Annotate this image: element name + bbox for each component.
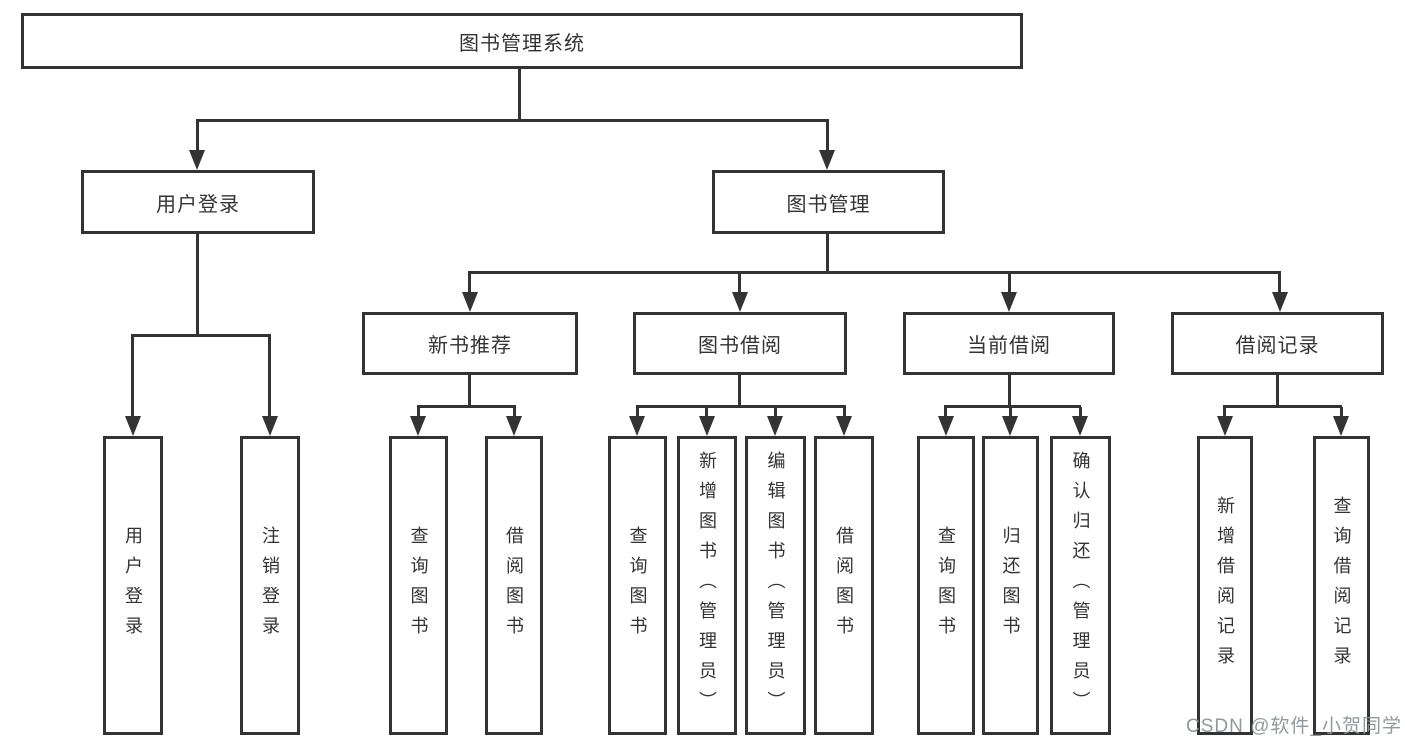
leaf-add-book-admin: 新增图书（管理员） (677, 436, 737, 735)
connector-vline (738, 375, 741, 407)
connector-vline (636, 407, 639, 417)
leaf-edit-book-admin: 编辑图书（管理员） (745, 436, 806, 735)
arrow-down-icon (819, 150, 835, 170)
arrow-down-icon (125, 416, 141, 436)
arrow-down-icon (836, 416, 852, 436)
arrow-down-icon (189, 150, 205, 170)
leaf-logout: 注销登录 (240, 436, 300, 735)
node-user-login: 用户登录 (81, 170, 315, 234)
arrow-down-icon (1002, 416, 1018, 436)
node-label: 确认归还（管理员） (1070, 450, 1091, 721)
node-label: 查询图书 (627, 525, 648, 646)
node-label: 当前借阅 (967, 335, 1051, 357)
connector-hline (468, 271, 1281, 274)
connector-vline (1340, 407, 1343, 417)
connector-vline (738, 273, 741, 293)
node-label: 图书管理 (786, 193, 871, 216)
connector-hline (131, 334, 271, 337)
leaf-borrow-books-recommend: 借阅图书 (485, 436, 543, 735)
arrow-down-icon (1072, 416, 1088, 436)
connector-vline (843, 407, 846, 417)
node-label: 编辑图书（管理员） (765, 450, 786, 721)
connector-vline (705, 407, 708, 417)
node-label: 新增图书（管理员） (697, 450, 717, 721)
node-label: 查询图书 (408, 525, 429, 646)
arrow-down-icon (1272, 292, 1288, 312)
leaf-query-borrow-record: 查询借阅记录 (1313, 436, 1370, 735)
connector-vline (468, 273, 471, 293)
connector-hline (1223, 405, 1342, 408)
connector-hline (417, 405, 516, 408)
leaf-query-books-recommend: 查询图书 (389, 436, 448, 735)
leaf-query-books-current: 查询图书 (917, 436, 975, 735)
connector-vline (196, 234, 199, 336)
node-label: 查询借阅记录 (1331, 495, 1352, 676)
node-book-borrowing: 图书借阅 (633, 312, 847, 375)
watermark: CSDN @软件_小贺同学 (1186, 716, 1402, 737)
connector-vline (513, 407, 516, 417)
node-label: 用户登录 (123, 525, 143, 646)
arrow-down-icon (1217, 416, 1233, 436)
node-label: 归还图书 (1000, 525, 1021, 646)
node-library-management-system: 图书管理系统 (21, 13, 1023, 69)
leaf-borrow-books-borrowing: 借阅图书 (814, 436, 874, 735)
connector-hline (636, 405, 846, 408)
node-label: 新书推荐 (428, 335, 512, 357)
node-label: 查询图书 (936, 525, 956, 646)
connector-vline (1009, 407, 1012, 417)
connector-hline (196, 119, 829, 122)
connector-vline (196, 121, 199, 151)
node-label: 图书管理系统 (459, 32, 585, 55)
node-label: 新增借阅记录 (1215, 495, 1235, 676)
arrow-down-icon (1001, 292, 1017, 312)
node-label: 借阅记录 (1235, 335, 1320, 357)
arrow-down-icon (1333, 416, 1349, 436)
connector-vline (826, 234, 829, 273)
arrow-down-icon (629, 416, 645, 436)
connector-vline (131, 336, 134, 416)
node-book-management: 图书管理 (712, 170, 945, 234)
connector-vline (1008, 273, 1011, 293)
node-label: 用户登录 (156, 193, 240, 216)
arrow-down-icon (410, 416, 426, 436)
node-current-borrowing: 当前借阅 (903, 312, 1115, 375)
connector-vline (1278, 273, 1281, 293)
connector-vline (1079, 407, 1082, 417)
node-new-book-recommend: 新书推荐 (362, 312, 578, 375)
connector-vline (268, 336, 271, 416)
connector-vline (826, 121, 829, 151)
arrow-down-icon (938, 416, 954, 436)
connector-vline (468, 375, 471, 407)
leaf-confirm-return-admin: 确认归还（管理员） (1050, 436, 1111, 735)
arrow-down-icon (262, 416, 278, 436)
connector-vline (417, 407, 420, 417)
leaf-query-books-borrowing: 查询图书 (608, 436, 667, 735)
connector-hline (944, 405, 1081, 408)
connector-vline (1223, 407, 1226, 417)
node-label: 注销登录 (260, 525, 280, 646)
arrow-down-icon (699, 416, 715, 436)
node-label: 借阅图书 (504, 525, 524, 646)
connector-vline (1008, 375, 1011, 407)
arrow-down-icon (767, 416, 783, 436)
node-label: 图书借阅 (698, 335, 782, 357)
arrow-down-icon (506, 416, 522, 436)
leaf-return-books: 归还图书 (982, 436, 1039, 735)
leaf-user-login: 用户登录 (103, 436, 163, 735)
connector-vline (1276, 375, 1279, 407)
node-label: 借阅图书 (834, 525, 854, 646)
node-borrowing-records: 借阅记录 (1171, 312, 1384, 375)
connector-vline (518, 69, 521, 120)
arrow-down-icon (462, 292, 478, 312)
connector-vline (944, 407, 947, 417)
leaf-add-borrow-record: 新增借阅记录 (1197, 436, 1253, 735)
arrow-down-icon (732, 292, 748, 312)
connector-vline (774, 407, 777, 417)
